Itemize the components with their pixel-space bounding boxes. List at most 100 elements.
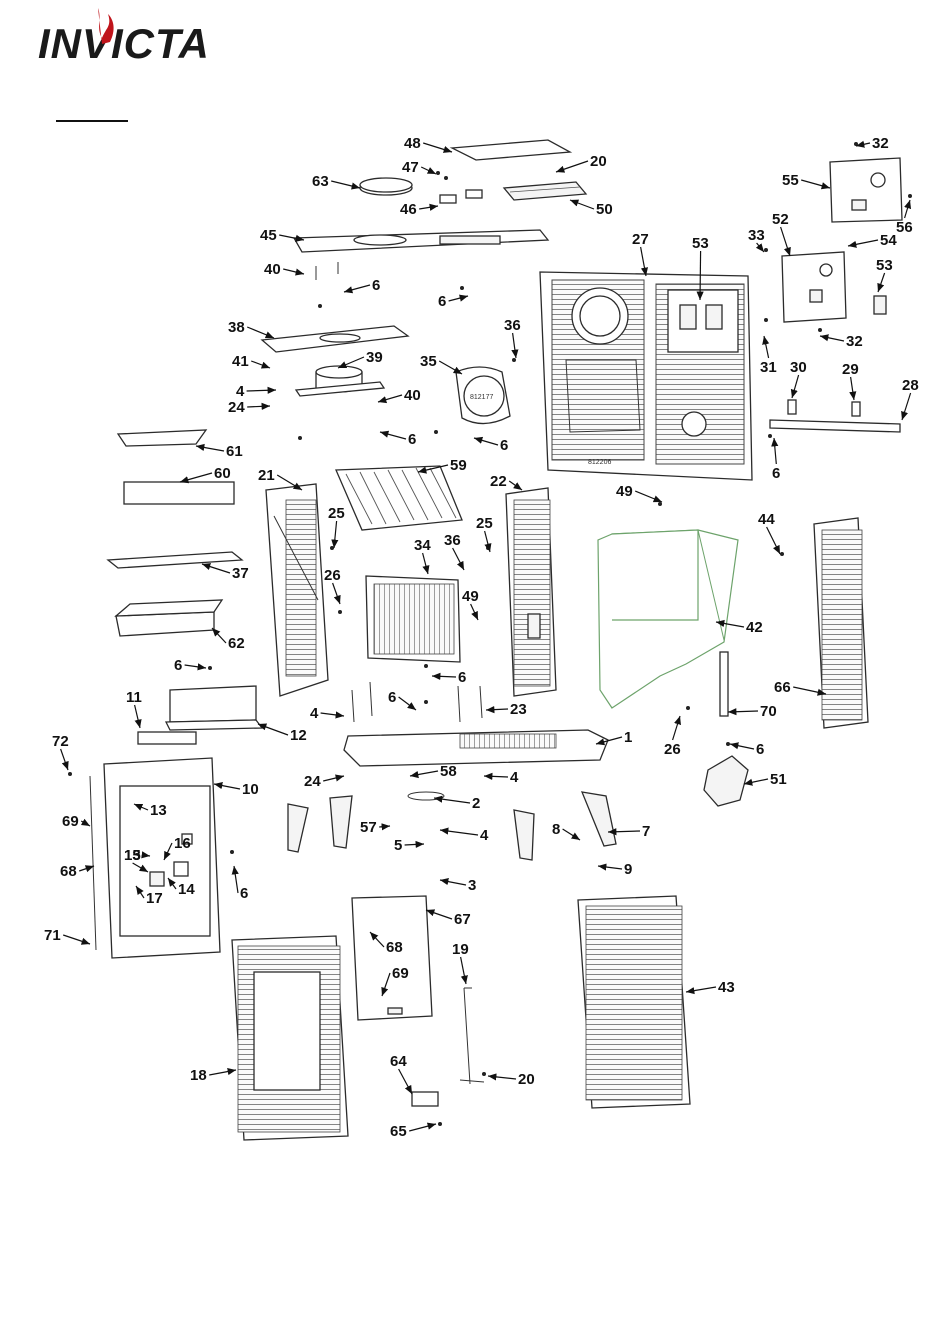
callout-label: 2 — [472, 795, 480, 812]
callout-leader — [453, 548, 464, 570]
part-37-tray — [108, 552, 242, 568]
callout-label: 6 — [458, 669, 466, 686]
callout-label: 53 — [692, 235, 709, 252]
callout-leader — [905, 200, 910, 218]
callout-label: 24 — [304, 773, 321, 790]
callout-label: 21 — [258, 467, 275, 484]
callout-leader — [848, 240, 878, 246]
callout-6j: 6 — [234, 866, 248, 902]
callout-label: 26 — [664, 741, 681, 758]
callout-18: 18 — [190, 1067, 236, 1084]
callout-4b: 4 — [310, 705, 344, 722]
callout-55: 55 — [782, 172, 830, 189]
callout-leader — [757, 243, 764, 252]
part-10-front-frame — [104, 758, 220, 958]
callout-leader — [461, 957, 466, 984]
callout-label: 37 — [232, 565, 249, 582]
part-23-rods — [352, 682, 482, 722]
callout-6d: 6 — [474, 437, 508, 454]
callout-9: 9 — [598, 861, 632, 878]
callout-leader — [331, 181, 360, 188]
callout-leader — [439, 361, 462, 374]
callout-label: 25 — [328, 505, 345, 522]
callout-5: 5 — [394, 837, 424, 854]
callout-leader — [196, 446, 224, 451]
callout-label: 52 — [772, 211, 789, 228]
callout-leader — [440, 880, 466, 885]
callout-leader — [378, 395, 402, 402]
callout-label: 6 — [756, 741, 764, 758]
callout-3: 3 — [440, 877, 476, 894]
part-11-control-strip — [138, 732, 196, 744]
callout-label: 54 — [880, 232, 897, 249]
callout-label: 29 — [842, 361, 859, 378]
callout-leader — [556, 161, 588, 172]
callout-label: 14 — [178, 881, 195, 898]
callout-leader — [212, 628, 226, 643]
callout-leader — [283, 269, 304, 274]
callout-72: 72 — [52, 733, 69, 770]
part-40-studs-upper — [316, 262, 338, 280]
callout-label: 11 — [126, 689, 142, 706]
callout-label: 49 — [616, 483, 633, 500]
callout-6a: 6 — [344, 277, 380, 294]
callout-label: 27 — [632, 231, 649, 248]
callout-19: 19 — [452, 941, 469, 984]
callout-leader — [247, 327, 274, 338]
callout-label: 42 — [746, 619, 763, 636]
callout-label: 6 — [500, 437, 508, 454]
callout-4a: 4 — [236, 383, 276, 400]
callout-label: 26 — [324, 567, 341, 584]
callout-label: 3 — [468, 877, 476, 894]
callout-leader — [902, 393, 911, 420]
callout-6f: 6 — [174, 657, 206, 674]
callout-label: 9 — [624, 861, 632, 878]
callout-49b: 49 — [462, 588, 479, 620]
callout-33: 33 — [748, 227, 765, 252]
callout-label: 6 — [388, 689, 396, 706]
part-59-fins — [336, 466, 462, 530]
callout-leader — [79, 866, 94, 871]
callout-57: 57 — [360, 819, 390, 836]
callout-label: 23 — [510, 701, 527, 718]
callout-24b: 24 — [304, 773, 344, 790]
callout-label: 13 — [150, 802, 167, 819]
callout-64: 64 — [390, 1053, 412, 1094]
callout-label: 45 — [260, 227, 277, 244]
part-42-hopper — [598, 530, 738, 708]
callout-44: 44 — [758, 511, 780, 554]
callout-32a: 32 — [856, 135, 889, 152]
callout-label: 6 — [438, 293, 446, 310]
callout-63: 63 — [312, 173, 360, 190]
callout-leader — [851, 377, 854, 400]
callout-leader — [434, 798, 470, 803]
callout-label: 60 — [214, 465, 231, 482]
callout-leader — [410, 771, 438, 776]
part-50-grille — [504, 182, 586, 200]
callout-label: 46 — [400, 201, 417, 218]
callout-leader — [484, 776, 508, 777]
callout-label: 63 — [312, 173, 329, 190]
callout-label: 19 — [452, 941, 469, 958]
callout-leader — [185, 665, 206, 668]
callout-label: 20 — [590, 153, 607, 170]
callout-38: 38 — [228, 319, 274, 338]
callout-leader — [471, 604, 478, 620]
callout-34: 34 — [414, 537, 431, 574]
callout-label: 12 — [290, 727, 307, 744]
callout-label: 56 — [896, 219, 913, 236]
callout-28: 28 — [902, 377, 919, 420]
callout-29: 29 — [842, 361, 859, 400]
callout-26b: 26 — [664, 716, 681, 758]
callout-leader — [202, 564, 230, 573]
callout-label: 48 — [404, 135, 421, 152]
callout-11: 11 — [126, 689, 142, 728]
callout-leader — [598, 866, 622, 869]
callout-leader — [764, 336, 769, 358]
callout-leader — [405, 844, 424, 845]
rear-panel-code: 812206 — [588, 459, 611, 466]
callout-52: 52 — [772, 211, 790, 256]
callout-leader — [774, 438, 776, 464]
callout-label: 64 — [390, 1053, 407, 1070]
